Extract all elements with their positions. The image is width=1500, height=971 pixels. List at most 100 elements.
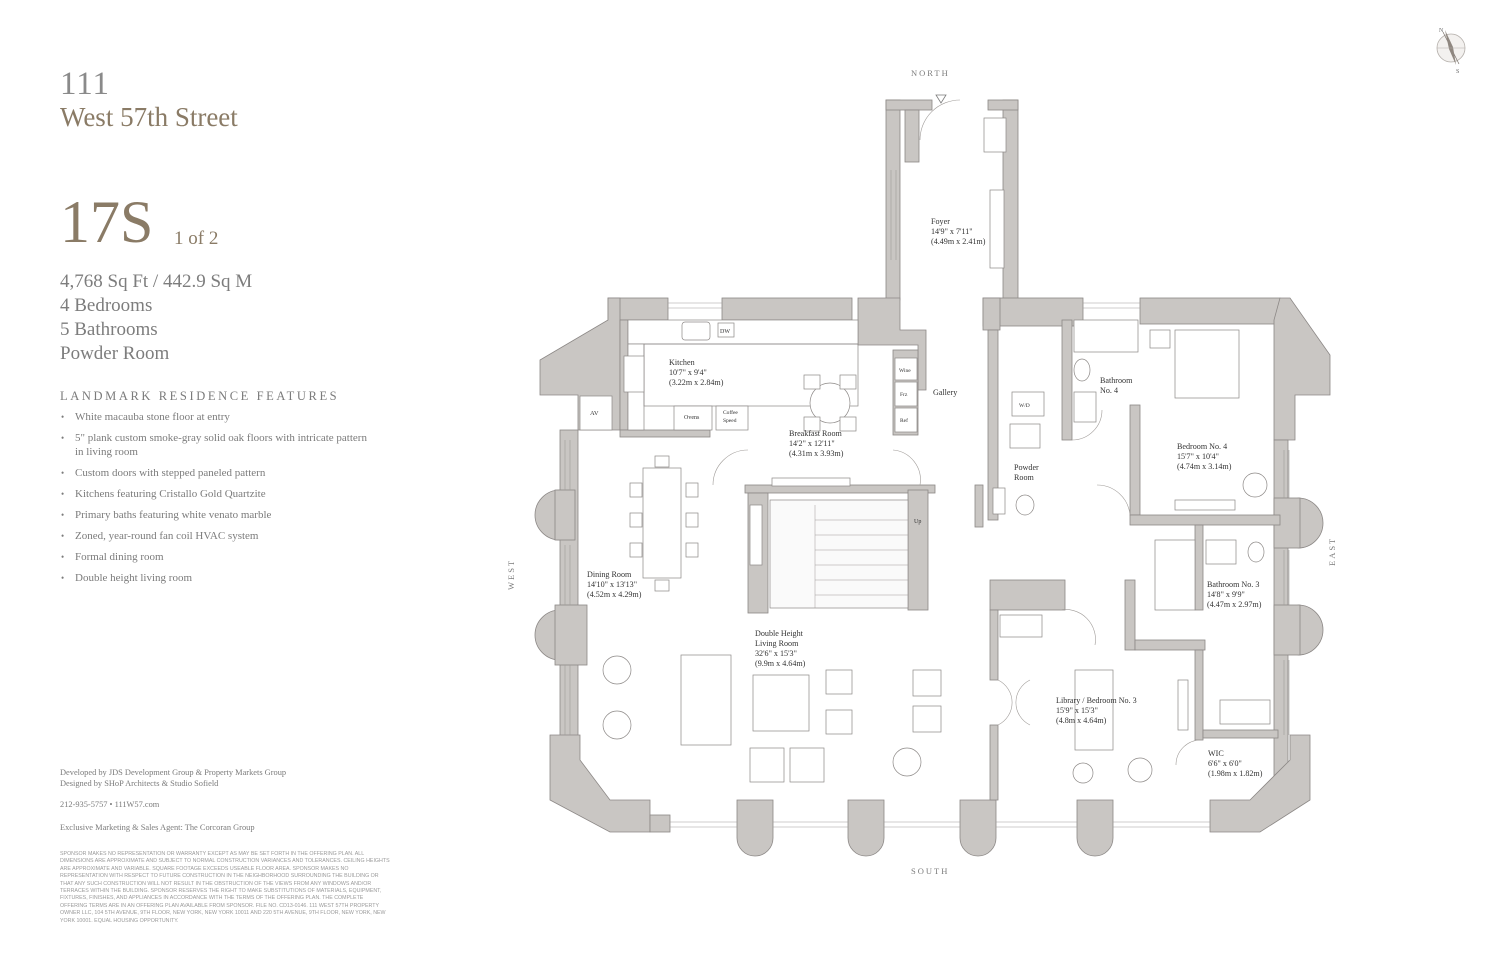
av-label: AV — [590, 410, 599, 417]
nightstand — [1149, 329, 1171, 349]
door-swing — [1015, 679, 1031, 726]
partition — [1134, 639, 1206, 651]
cooktop-icon — [623, 355, 645, 393]
pilaster — [847, 799, 885, 857]
wall — [554, 604, 588, 666]
wall-corner — [549, 734, 651, 833]
plant-icon — [983, 117, 1007, 153]
bathtub — [1073, 319, 1139, 353]
wall-corner — [1209, 734, 1311, 833]
partition — [907, 489, 929, 611]
wall — [649, 814, 671, 833]
chair — [685, 542, 699, 558]
page-indicator: 1 of 2 — [174, 228, 219, 249]
features-list: White macauba stone floor at entry 5" pl… — [60, 410, 370, 592]
kitchen-counter — [627, 319, 859, 345]
contact-line[interactable]: 212-935-5757 • 111W57.com — [60, 800, 160, 809]
wall — [987, 99, 1019, 111]
partition — [989, 609, 999, 681]
chair — [629, 542, 643, 558]
chair — [803, 374, 821, 390]
unit-number: 17S — [60, 189, 154, 255]
lounge-chair — [602, 655, 632, 685]
side-table — [1072, 762, 1094, 784]
partition — [989, 724, 999, 801]
features-title: LANDMARK RESIDENCE FEATURES — [60, 389, 340, 403]
armchair — [825, 709, 853, 735]
armchair — [749, 747, 785, 783]
feature-item: Kitchens featuring Cristallo Gold Quartz… — [60, 487, 370, 501]
toilet-icon — [1247, 541, 1265, 563]
wall — [721, 297, 853, 321]
credit-designer: Designed by SHoP Architects & Studio Sof… — [60, 779, 219, 788]
wall — [982, 297, 1001, 331]
ottoman — [912, 669, 942, 697]
partition — [1124, 579, 1136, 651]
feature-item: Zoned, year-round fan coil HVAC system — [60, 529, 370, 543]
coffee-table — [752, 674, 810, 732]
bookshelf — [1177, 679, 1189, 731]
compass-rose-icon: N S — [1436, 28, 1466, 75]
lounge-chair — [892, 747, 922, 777]
wic-vanity — [1219, 699, 1271, 725]
sideboard — [749, 504, 763, 566]
lounge-chair — [1242, 472, 1268, 498]
wall — [904, 109, 920, 163]
plant-icon — [1205, 539, 1237, 565]
partition — [1194, 524, 1204, 611]
bench — [771, 477, 851, 487]
round-column — [534, 609, 561, 661]
address-number: 111 — [60, 66, 111, 102]
spec-area: 4,768 Sq Ft / 442.9 Sq M — [60, 271, 253, 292]
address-street: West 57th Street — [60, 102, 238, 132]
partition — [974, 484, 984, 528]
bed — [1174, 329, 1240, 399]
round-column — [1297, 604, 1324, 656]
freezer — [894, 381, 918, 407]
door-swing — [1096, 484, 1131, 516]
wine-label: Wine — [899, 368, 911, 374]
partition — [989, 579, 1066, 611]
direction-south-label: SOUTH — [911, 866, 950, 876]
console — [989, 189, 1005, 269]
wall — [857, 297, 927, 391]
door-swing — [1071, 409, 1103, 441]
chair — [803, 416, 821, 432]
lounge-chair — [602, 710, 632, 740]
dining-table — [642, 467, 682, 579]
partition — [1061, 319, 1073, 441]
wall — [1273, 604, 1301, 656]
door-swing — [919, 99, 961, 141]
pilaster — [959, 799, 997, 857]
round-column — [534, 489, 561, 541]
round-column — [1297, 497, 1324, 549]
console — [992, 487, 1006, 515]
wall-corner — [1273, 297, 1331, 441]
dishwasher-icon — [717, 322, 735, 338]
door-swing — [892, 449, 921, 486]
chair — [629, 512, 643, 528]
stair-treads — [814, 505, 908, 608]
wine-fridge — [894, 357, 918, 381]
credit-agent: Exclusive Marketing & Sales Agent: The C… — [60, 823, 255, 832]
door-swing — [712, 449, 749, 486]
staircase — [769, 499, 909, 609]
partition — [1202, 729, 1279, 739]
armchair — [825, 669, 853, 695]
partition — [1129, 404, 1141, 516]
wall — [885, 99, 901, 301]
partition — [1194, 649, 1204, 741]
dishwasher-label: DW — [720, 329, 730, 335]
compass-south-label: S — [1456, 69, 1459, 75]
lounge-chair — [1127, 757, 1153, 783]
sofa — [680, 654, 732, 746]
washer-dryer — [1011, 391, 1045, 417]
